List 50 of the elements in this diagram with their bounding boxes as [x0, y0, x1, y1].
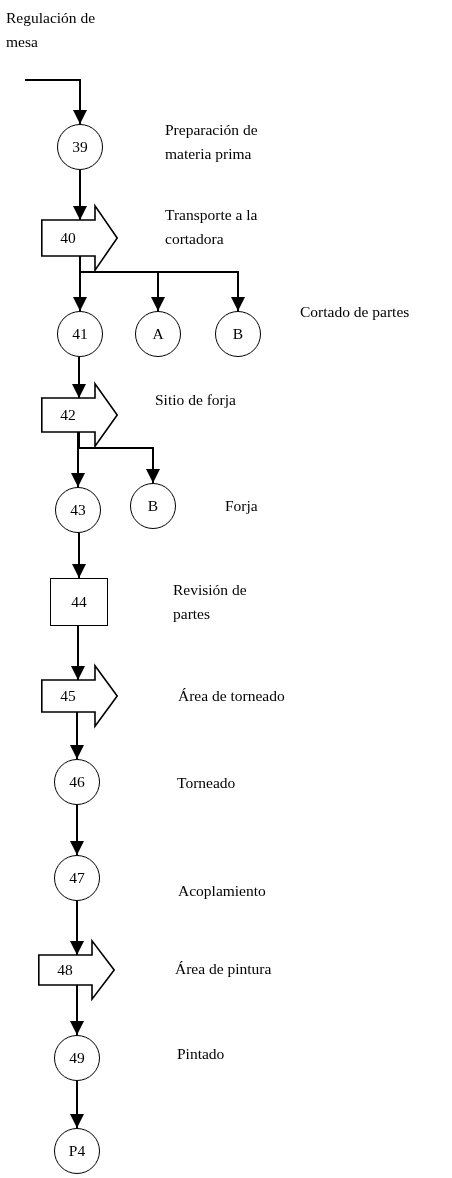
- flow-arrow: [71, 625, 85, 681]
- connector-circle: [54, 1128, 100, 1174]
- connector-circle: [130, 483, 176, 529]
- operation-circle: [55, 487, 101, 533]
- step-number: B: [147, 498, 159, 514]
- step-number: 45: [60, 688, 76, 704]
- step-number: 44: [71, 594, 87, 610]
- step-number: A: [152, 326, 164, 342]
- step-number: 48: [57, 962, 73, 978]
- operation-circle: [57, 311, 103, 357]
- step-description: Transporte a la cortadora: [165, 205, 259, 249]
- flow-arrow: [78, 431, 160, 484]
- step-number: P4: [68, 1143, 86, 1159]
- flow-arrow: [72, 356, 86, 399]
- step-description: Área de torneado: [178, 686, 286, 706]
- flow-arrow: [72, 532, 86, 579]
- step-number: 49: [69, 1050, 85, 1066]
- step-description: Revisión de partes: [173, 580, 248, 624]
- flow-arrow: [70, 711, 84, 760]
- step-description: Forja: [225, 496, 259, 516]
- operation-circle: [54, 1035, 100, 1081]
- step-number: B: [232, 326, 244, 342]
- step-number: 46: [69, 774, 85, 790]
- operation-circle: [54, 855, 100, 901]
- step-description: Cortado de partes: [300, 302, 411, 322]
- step-description: Acoplamiento: [178, 881, 267, 901]
- step-description: Pintado: [177, 1044, 226, 1064]
- flow-arrow: [70, 1080, 84, 1129]
- step-number: 41: [72, 326, 88, 342]
- start-label: Regulación de mesa: [6, 8, 97, 52]
- step-number: 47: [69, 870, 85, 886]
- connector-circle: [215, 311, 261, 357]
- step-number: 42: [60, 407, 76, 423]
- inspection-square: [50, 578, 108, 626]
- step-description: Área de pintura: [175, 959, 273, 979]
- step-number: 39: [72, 139, 88, 155]
- flow-arrow: [70, 900, 84, 956]
- step-description: Preparación de materia prima: [165, 120, 259, 164]
- flow-arrow: [73, 169, 87, 221]
- step-description: Torneado: [177, 773, 237, 793]
- step-description: Sitio de forja: [155, 390, 237, 410]
- connector-circle: [135, 311, 181, 357]
- flow-arrow: [70, 984, 84, 1036]
- step-number: 43: [70, 502, 86, 518]
- flow-arrow: [71, 431, 85, 488]
- operation-circle: [57, 124, 103, 170]
- step-number: 40: [60, 230, 76, 246]
- operation-circle: [54, 759, 100, 805]
- flow-arrow: [70, 804, 84, 856]
- flow-arrow: [24, 79, 87, 125]
